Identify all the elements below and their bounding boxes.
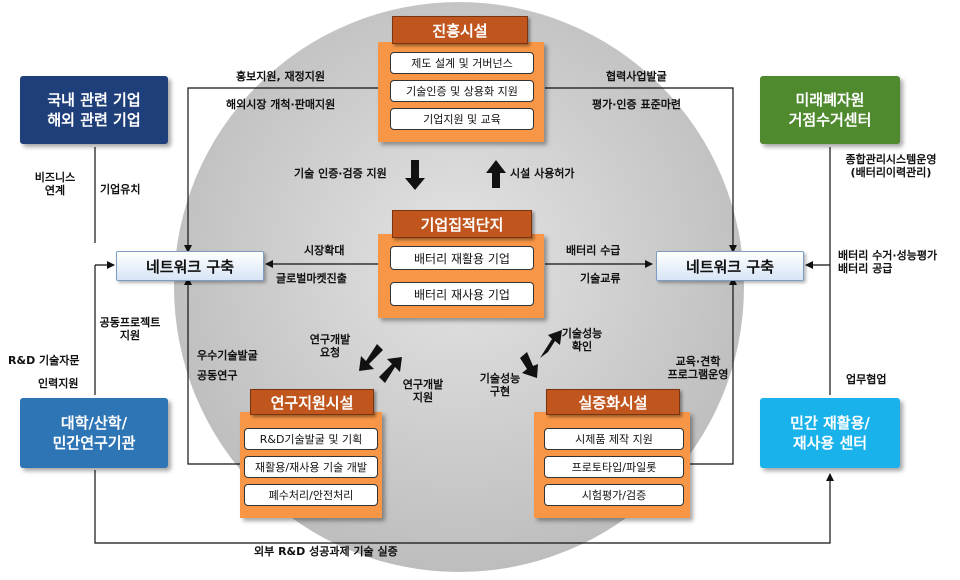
cluster-item-1: 배터리 재활용 기업 bbox=[390, 246, 534, 270]
domestic-overseas-companies: 국내 관련 기업 해외 관련 기업 bbox=[20, 76, 168, 144]
promotion-facility-title: 진흥시설 bbox=[392, 16, 528, 44]
university-line-1: 대학/산학/ bbox=[60, 414, 128, 432]
cluster-item-2: 배터리 재사용 기업 bbox=[390, 282, 534, 306]
label-global-market: 글로벌마켓진출 bbox=[276, 272, 347, 285]
demonstration-title: 실증화시설 bbox=[546, 389, 680, 415]
private-recycling-center: 민간 재활용/ 재사용 센터 bbox=[760, 398, 900, 468]
overseas-line: 해외 관련 기업 bbox=[47, 111, 141, 129]
demo-item-3: 시험평가/검증 bbox=[544, 484, 684, 506]
rnd-support-line-1: 연구개발 bbox=[402, 378, 444, 391]
demo-item-1: 시제품 제작 지원 bbox=[544, 428, 684, 450]
label-tech-exchange: 기술교류 bbox=[580, 272, 621, 285]
business-link-line-2: 연계 bbox=[44, 184, 66, 197]
joint-project-line-2: 지원 bbox=[119, 329, 141, 342]
private-line-2: 재사용 센터 bbox=[792, 434, 868, 452]
label-joint-project: 공동프로젝트 지원 bbox=[90, 316, 170, 342]
rnd-request-line-2: 요청 bbox=[319, 346, 341, 359]
arrow-rnd-request bbox=[359, 344, 383, 371]
label-perf-check: 기술성능 확인 bbox=[552, 327, 612, 353]
label-edu-program: 교육·견학 프로그램운영 bbox=[656, 355, 740, 381]
label-rnd-advice: R&D 기술자문 bbox=[8, 354, 80, 367]
domestic-line: 국내 관련 기업 bbox=[47, 91, 141, 109]
label-battery-supply: 배터리 수급 bbox=[566, 244, 621, 257]
perf-impl-line-2: 구현 bbox=[489, 385, 511, 398]
private-line-1: 민간 재활용/ bbox=[790, 414, 870, 432]
arrow-rnd-support bbox=[379, 357, 402, 383]
promotion-item-1: 제도 설계 및 거버넌스 bbox=[390, 52, 534, 74]
joint-project-line-1: 공동프로젝트 bbox=[99, 316, 161, 329]
battery-collect-line-1: 배터리 수거·성능평가 bbox=[838, 249, 938, 262]
label-staff-support: 인력지원 bbox=[38, 377, 79, 390]
promotion-item-3: 기업지원 및 교육 bbox=[390, 108, 534, 130]
label-perf-impl: 기술성능 구현 bbox=[470, 372, 530, 398]
future-line-2: 거점수거센터 bbox=[788, 111, 872, 129]
label-facility-use: 시설 사용허가 bbox=[510, 167, 575, 180]
perf-check-line-1: 기술성능 bbox=[561, 327, 603, 340]
arrow-down-tech-cert bbox=[405, 160, 425, 190]
label-attract: 기업유치 bbox=[100, 183, 141, 196]
label-external-rnd: 외부 R&D 성공과제 기술 실증 bbox=[254, 545, 398, 558]
research-support-title: 연구지원시설 bbox=[250, 389, 374, 415]
thick-arrows bbox=[359, 160, 562, 383]
integrated-system-line-1: 종합관리시스템운영 bbox=[845, 153, 937, 166]
network-right: 네트워크 구축 bbox=[656, 251, 804, 281]
label-eval-standard: 평가·인증 표준마련 bbox=[592, 98, 681, 111]
promotion-item-2: 기술인증 및 상용화 지원 bbox=[390, 80, 534, 102]
arrow-up-facility-use bbox=[486, 160, 506, 188]
label-work-coop: 업무협업 bbox=[846, 373, 887, 386]
label-tech-cert: 기술 인증·검증 지원 bbox=[294, 167, 387, 180]
university-line-2: 민간연구기관 bbox=[52, 434, 136, 452]
label-overseas-market: 해외시장 개척·판매지원 bbox=[226, 98, 336, 111]
research-item-1: R&D기술발굴 및 기획 bbox=[244, 428, 378, 450]
cluster-title: 기업집적단지 bbox=[392, 210, 532, 238]
edu-program-line-1: 교육·견학 bbox=[675, 355, 721, 368]
label-integrated-system: 종합관리시스템운영 (배터리이력관리) bbox=[832, 153, 950, 179]
future-waste-center: 미래폐자원 거점수거센터 bbox=[760, 76, 900, 144]
label-coop-project: 협력사업발굴 bbox=[606, 70, 667, 83]
research-item-2: 재활용/재사용 기술 개발 bbox=[244, 456, 378, 478]
rnd-support-line-2: 지원 bbox=[412, 391, 434, 404]
label-rnd-request: 연구개발 요청 bbox=[300, 333, 360, 359]
demo-item-2: 프로토타입/파일롯 bbox=[544, 456, 684, 478]
integrated-system-line-2: (배터리이력관리) bbox=[850, 166, 932, 179]
business-link-line-1: 비즈니스 bbox=[34, 171, 76, 184]
network-left: 네트워크 구축 bbox=[116, 251, 264, 281]
perf-check-line-2: 확인 bbox=[571, 340, 593, 353]
label-battery-collect: 배터리 수거·성능평가 배터리 공급 bbox=[838, 249, 937, 275]
label-joint-research: 공동연구 bbox=[197, 369, 238, 382]
research-item-3: 폐수처리/안전처리 bbox=[244, 484, 378, 506]
future-line-1: 미래폐자원 bbox=[795, 91, 865, 109]
university-research-institutes: 대학/산학/ 민간연구기관 bbox=[20, 398, 168, 468]
arrow-perf-impl bbox=[520, 352, 538, 378]
label-rnd-support: 연구개발 지원 bbox=[393, 378, 453, 404]
label-excellent-tech: 우수기술발굴 bbox=[197, 349, 258, 362]
rnd-request-line-1: 연구개발 bbox=[309, 333, 351, 346]
label-pr-support: 홍보지원, 재정지원 bbox=[236, 70, 325, 83]
battery-collect-line-2: 배터리 공급 bbox=[838, 262, 893, 275]
perf-impl-line-1: 기술성능 bbox=[479, 372, 521, 385]
label-business-link: 비즈니스 연계 bbox=[30, 171, 80, 197]
edu-program-line-2: 프로그램운영 bbox=[667, 368, 729, 381]
arrow-perf-check bbox=[540, 330, 562, 358]
label-market-expand: 시장확대 bbox=[304, 244, 345, 257]
